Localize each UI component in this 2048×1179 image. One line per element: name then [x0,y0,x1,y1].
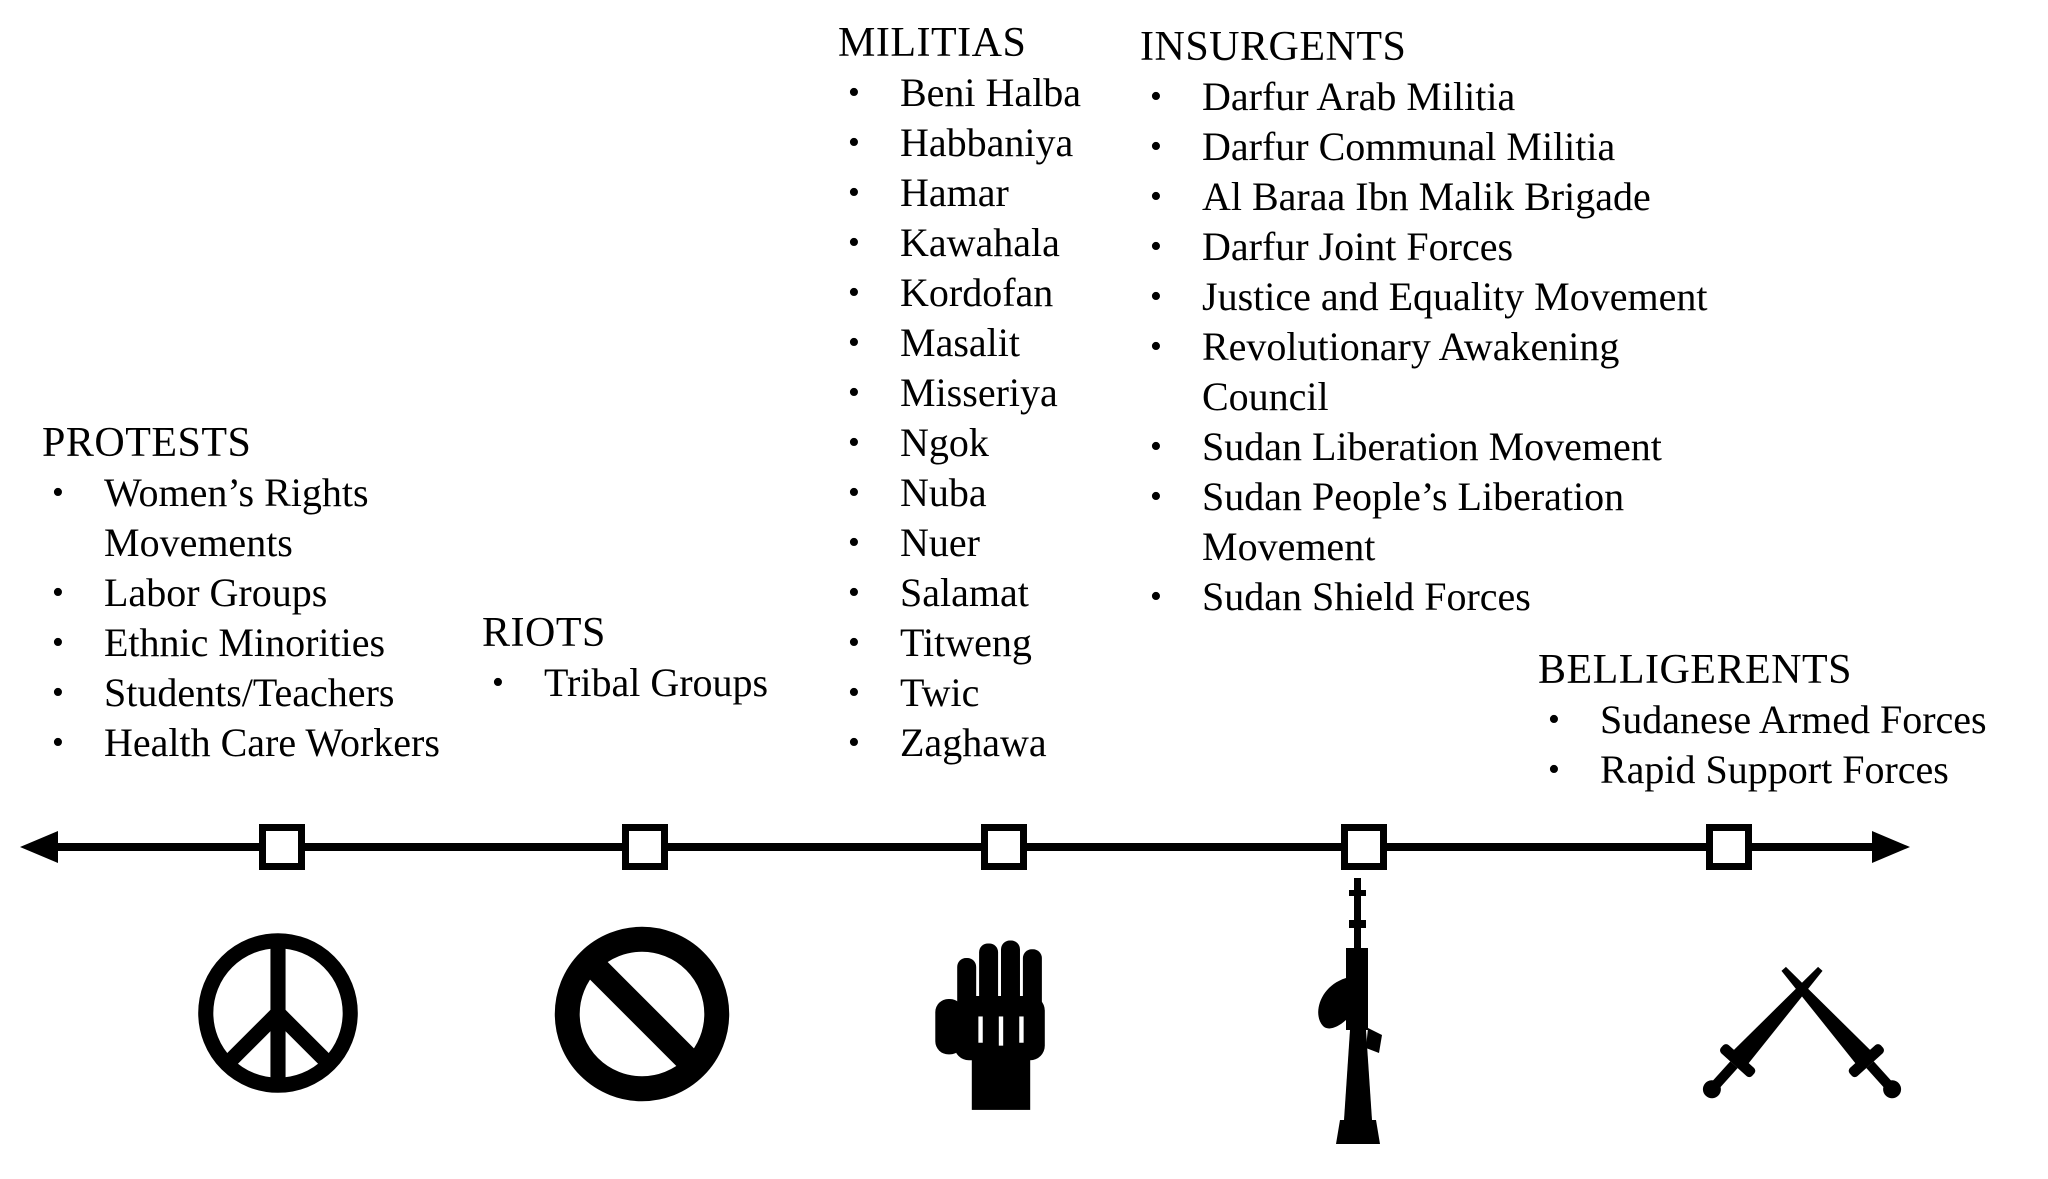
category-title: MILITIAS [838,20,1027,66]
category-riots: RIOTS Tribal Groups [482,608,842,708]
timeline-marker [1706,824,1752,870]
fist-icon [935,940,1045,1110]
list-item: Beni Halba [838,68,1148,118]
rifle-icon [1318,878,1382,1144]
list-item: Health Care Workers [42,718,522,768]
category-title: PROTESTS [42,420,252,466]
peace-icon [198,933,358,1093]
category-list: Tribal Groups [482,658,842,708]
prohibition-icon [554,926,730,1102]
list-item: Labor Groups [42,568,522,618]
category-list: Beni HalbaHabbaniyaHamarKawahalaKordofan… [838,68,1148,768]
list-item: Titweng [838,618,1148,668]
list-item: Revolutionary Awakening Council [1140,322,1810,422]
list-item: Sudan Liberation Movement [1140,422,1810,472]
category-list: Women’s Rights MovementsLabor GroupsEthn… [42,468,522,768]
list-item: Misseriya [838,368,1148,418]
list-item: Twic [838,668,1148,718]
category-title: BELLIGERENTS [1538,647,1852,693]
list-item: Nuba [838,468,1148,518]
list-item: Darfur Arab Militia [1140,72,1810,122]
category-list: Darfur Arab MilitiaDarfur Communal Milit… [1140,72,1810,622]
category-list: Sudanese Armed ForcesRapid Support Force… [1538,695,2048,795]
list-item: Sudan Shield Forces [1140,572,1810,622]
category-title: INSURGENTS [1140,24,1407,70]
list-item: Masalit [838,318,1148,368]
category-militias: MILITIAS Beni HalbaHabbaniyaHamarKawahal… [838,18,1148,768]
list-item: Nuer [838,518,1148,568]
list-item: Ngok [838,418,1148,468]
category-title: RIOTS [482,610,606,656]
category-insurgents: INSURGENTS Darfur Arab MilitiaDarfur Com… [1140,22,1810,622]
list-item: Darfur Communal Militia [1140,122,1810,172]
list-item: Kordofan [838,268,1148,318]
list-item: Tribal Groups [482,658,842,708]
list-item: Zaghawa [838,718,1148,768]
timeline-marker [259,824,305,870]
crossed-swords-icon [1702,966,1902,1099]
list-item: Salamat [838,568,1148,618]
list-item: Hamar [838,168,1148,218]
list-item: Women’s Rights Movements [42,468,522,568]
list-item: Habbaniya [838,118,1148,168]
timeline-arrow [20,831,1910,863]
list-item: Sudan People’s Liberation Movement [1140,472,1810,572]
list-item: Al Baraa Ibn Malik Brigade [1140,172,1810,222]
timeline-marker [1341,824,1387,870]
list-item: Sudanese Armed Forces [1538,695,2048,745]
timeline-marker [981,824,1027,870]
category-protests: PROTESTS Women’s Rights MovementsLabor G… [42,418,522,768]
list-item: Ethnic Minorities [42,618,522,668]
list-item: Rapid Support Forces [1538,745,2048,795]
category-belligerents: BELLIGERENTS Sudanese Armed ForcesRapid … [1538,645,2048,795]
timeline-marker [622,824,668,870]
list-item: Kawahala [838,218,1148,268]
list-item: Darfur Joint Forces [1140,222,1810,272]
list-item: Justice and Equality Movement [1140,272,1810,322]
list-item: Students/Teachers [42,668,522,718]
